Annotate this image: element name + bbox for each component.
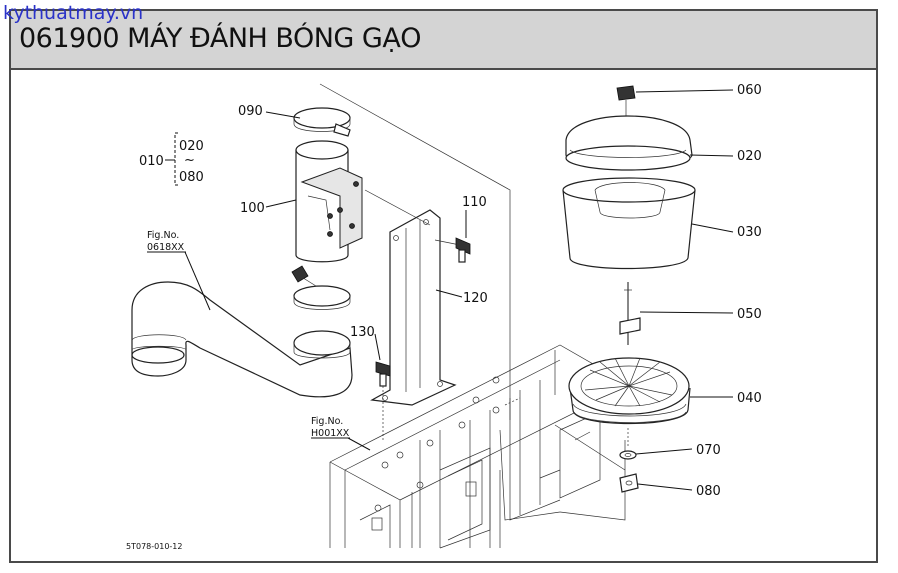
guide-lines [319,83,626,521]
label-040: 040 [737,391,762,406]
label-030: 030 [737,225,762,240]
fig-ref-frame-label: Fig.No. [311,416,343,427]
cover-020 [565,115,693,171]
label-range-tilde: ~ [184,153,195,168]
impeller-040 [568,357,691,425]
label-100: 100 [240,201,265,216]
label-050: 050 [737,307,762,322]
washer-070 [619,450,637,460]
fig-ref-frame-code: H001XX [311,428,350,439]
title-bar: 061900 MÁY ĐÁNH BÓNG GẠO [11,11,876,70]
drawing-code: 5T078-010-12 [126,542,182,551]
nut-080 [619,428,639,493]
label-070: 070 [696,443,721,458]
label-020-range-start: 020 [179,139,204,154]
label-130: 130 [350,325,375,340]
hopper-030 [562,177,696,270]
watermark-link[interactable]: kythuatmay.vn [3,2,144,24]
label-080: 080 [696,484,721,499]
curved-duct [131,281,353,398]
bolt-110 [455,216,471,263]
fig-ref-duct-code: 0618XX [147,242,185,253]
label-110: 110 [462,195,487,210]
shaft-050 [619,282,641,345]
machine-frame-drawing [329,344,601,549]
pipe-assembly-100 [291,107,363,310]
label-060: 060 [737,83,762,98]
bracket-120 [364,189,461,406]
label-010: 010 [139,154,164,169]
label-020: 020 [737,149,762,164]
label-090: 090 [238,104,263,119]
fig-ref-duct-label: Fig.No. [147,230,179,241]
bolt-130 [375,361,391,440]
label-120: 120 [463,291,488,306]
leader-lines [165,89,734,491]
label-080-range-end: 080 [179,170,204,185]
page-title: 061900 MÁY ĐÁNH BÓNG GẠO [19,23,422,54]
